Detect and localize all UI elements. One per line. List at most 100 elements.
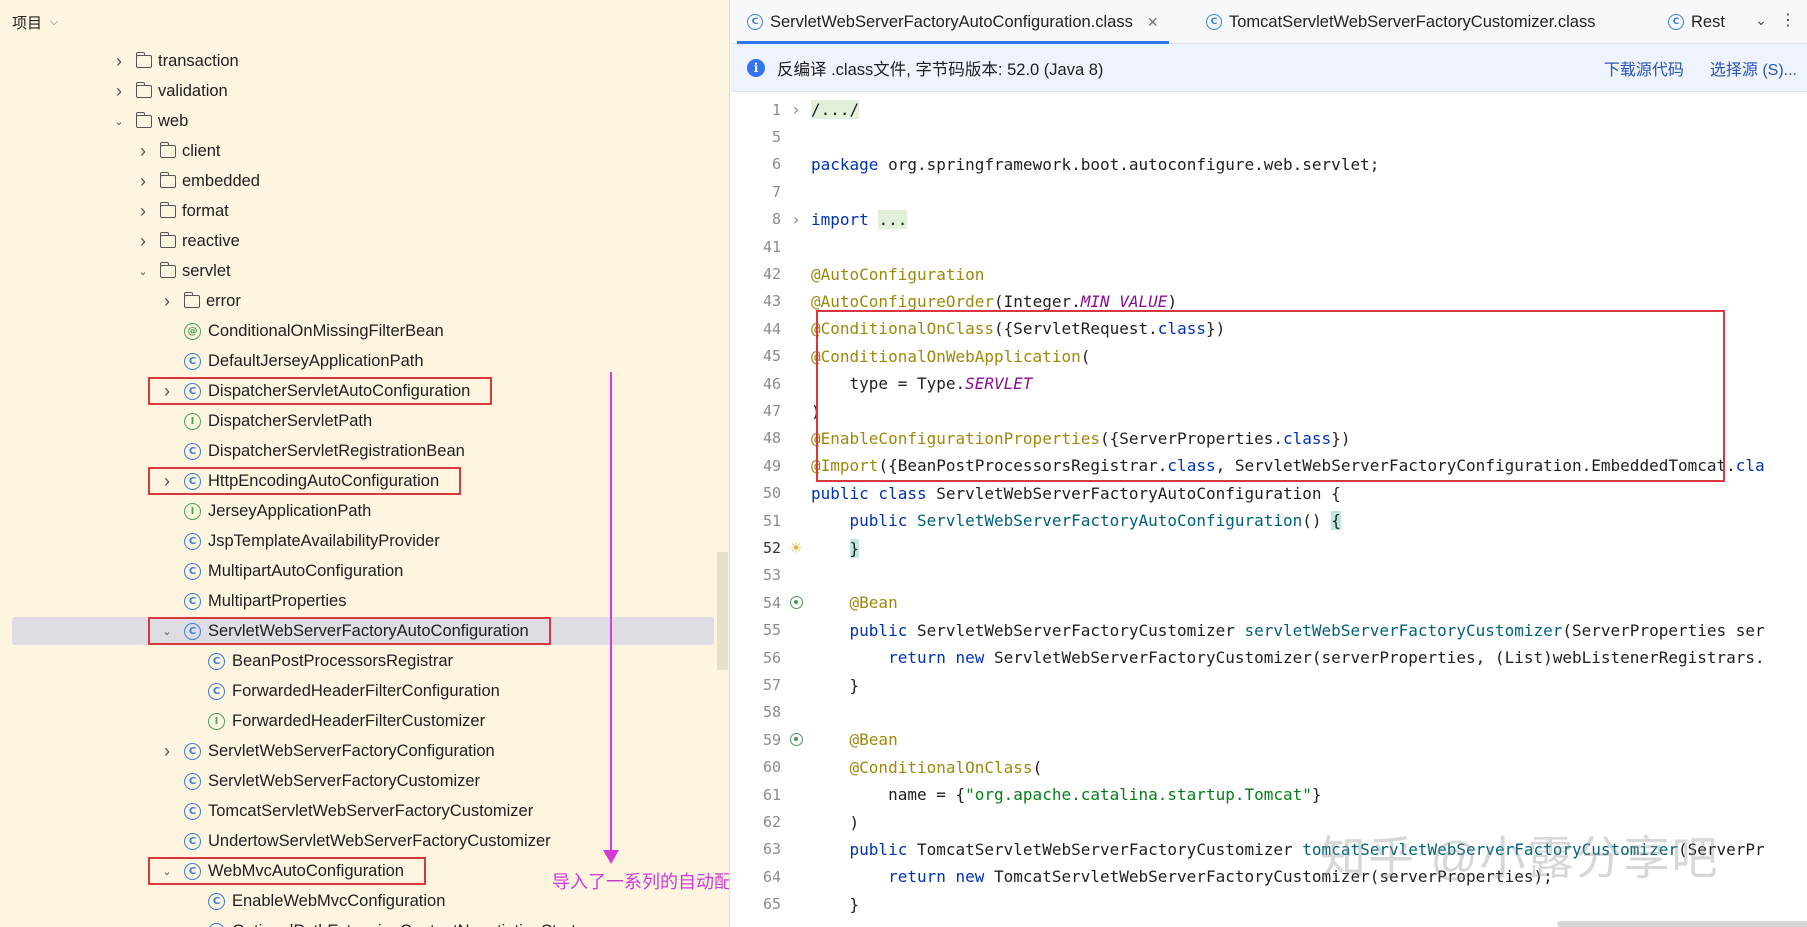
download-source-link[interactable]: 下载源代码 xyxy=(1603,62,1684,79)
tab-servlet-autoconfig[interactable]: C ServletWebServerFactoryAutoConfigurati… xyxy=(737,0,1169,44)
chevron-right-icon[interactable]: › xyxy=(164,290,170,311)
gutter xyxy=(781,343,811,370)
decompile-banner: i 反编译 .class文件, 字节码版本: 52.0 (Java 8) 下载源… xyxy=(731,44,1807,92)
tree-item[interactable]: ›embedded xyxy=(0,166,729,196)
chevron-right-icon[interactable]: › xyxy=(116,50,122,71)
tab-rest[interactable]: C Rest xyxy=(1668,0,1725,44)
code-line[interactable]: 57 } xyxy=(731,671,1807,698)
project-panel-header[interactable]: 项目 ⌵ xyxy=(0,0,729,44)
chevron-right-icon[interactable]: › xyxy=(116,80,122,101)
tree-item[interactable]: ›CTomcatServletWebServerFactoryCustomize… xyxy=(0,796,729,826)
chevron-right-icon[interactable]: › xyxy=(140,200,146,221)
tree-item[interactable]: ›@ConditionalOnMissingFilterBean xyxy=(0,316,729,346)
code-line[interactable]: 45@ConditionalOnWebApplication( xyxy=(731,343,1807,370)
code-line[interactable]: 41 xyxy=(731,233,1807,260)
tree-item[interactable]: ⌄servlet xyxy=(0,256,729,286)
tree-item[interactable]: › error xyxy=(0,286,729,316)
chevron-right-icon[interactable]: › xyxy=(164,380,170,401)
code-line[interactable]: 60 @ConditionalOnClass( xyxy=(731,754,1807,781)
code-line[interactable]: 53 xyxy=(731,562,1807,589)
code-line[interactable]: 56 return new ServletWebServerFactoryCus… xyxy=(731,644,1807,671)
tree-item[interactable]: ›client xyxy=(0,136,729,166)
bean-icon[interactable] xyxy=(789,733,803,747)
tree-scrollbar[interactable] xyxy=(717,552,728,670)
bean-icon[interactable] xyxy=(789,596,803,610)
code-line[interactable]: 48@EnableConfigurationProperties({Server… xyxy=(731,425,1807,452)
choose-source-link[interactable]: 选择源 (S)... xyxy=(1709,62,1797,79)
tree-item[interactable]: ⌄web xyxy=(0,106,729,136)
code-line[interactable]: 47) xyxy=(731,397,1807,424)
tree-item[interactable]: ›validation xyxy=(0,76,729,106)
chevron-down-icon[interactable]: ⌄ xyxy=(162,625,172,638)
tab-tomcat-customizer[interactable]: C TomcatServletWebServerFactoryCustomize… xyxy=(1206,0,1595,44)
code-line[interactable]: 43@AutoConfigureOrder(Integer.MIN_VALUE) xyxy=(731,288,1807,315)
code-line[interactable]: 5 xyxy=(731,123,1807,150)
chevron-right-icon[interactable]: › xyxy=(140,140,146,161)
code-line[interactable]: 63 public TomcatServletWebServerFactoryC… xyxy=(731,836,1807,863)
code-line[interactable]: 42@AutoConfiguration xyxy=(731,260,1807,287)
chevron-right-icon[interactable]: › xyxy=(164,470,170,491)
line-number: 43 xyxy=(762,292,781,311)
tree-item[interactable]: ›format xyxy=(0,196,729,226)
code-line[interactable]: 54 @Bean xyxy=(731,589,1807,616)
line-number: 56 xyxy=(762,648,781,667)
code-line[interactable]: 58 xyxy=(731,699,1807,726)
tree-item[interactable]: ›reactive xyxy=(0,226,729,256)
code-line[interactable]: 59 @Bean xyxy=(731,726,1807,753)
chevron-down-icon[interactable]: ⌄ xyxy=(162,865,172,878)
code-line[interactable]: 44@ConditionalOnClass({ServletRequest.cl… xyxy=(731,315,1807,342)
tree-item-label: error xyxy=(206,291,241,310)
chevron-right-icon[interactable]: › xyxy=(140,170,146,191)
chevron-right-icon[interactable]: › xyxy=(140,230,146,251)
code-line[interactable]: 65 } xyxy=(731,891,1807,918)
chevron-right-icon[interactable]: › xyxy=(164,740,170,761)
line-number: 53 xyxy=(762,566,781,585)
close-icon[interactable]: ✕ xyxy=(1146,13,1159,30)
tree-item[interactable]: ›CUndertowServletWebServerFactoryCustomi… xyxy=(0,826,729,856)
code-line[interactable]: 55 public ServletWebServerFactoryCustomi… xyxy=(731,617,1807,644)
more-menu-icon[interactable]: ⋮ xyxy=(1780,12,1797,29)
code-line[interactable]: 46 type = Type.SERVLET xyxy=(731,370,1807,397)
code-line[interactable]: 61 name = {"org.apache.catalina.startup.… xyxy=(731,781,1807,808)
fold-icon[interactable]: › xyxy=(791,209,801,229)
tree-item-label: ForwardedHeaderFilterCustomizer xyxy=(232,711,486,730)
code-line[interactable]: 1›/.../ xyxy=(731,96,1807,123)
code-line[interactable]: 51 public ServletWebServerFactoryAutoCon… xyxy=(731,507,1807,534)
chevron-down-icon[interactable]: ⌵ xyxy=(50,15,59,28)
lightbulb-icon[interactable]: ☀ xyxy=(789,539,803,558)
code-line[interactable]: 52☀ } xyxy=(731,534,1807,561)
code-line[interactable]: 8›import ... xyxy=(731,206,1807,233)
tree-item[interactable]: ›COptionalPathExtensionContentNegotiatio… xyxy=(0,916,729,927)
chevron-down-icon[interactable]: ⌄ xyxy=(114,115,124,128)
code-line[interactable]: 64 return new TomcatServletWebServerFact… xyxy=(731,863,1807,890)
chevron-down-icon[interactable]: ⌄ xyxy=(138,265,148,278)
code-text: } xyxy=(811,675,860,695)
fold-icon[interactable]: › xyxy=(791,100,801,120)
code-line[interactable]: 7 xyxy=(731,178,1807,205)
tree-item[interactable]: ›transaction xyxy=(0,46,729,76)
code-line[interactable]: 62 ) xyxy=(731,808,1807,835)
horizontal-scrollbar[interactable] xyxy=(1557,921,1807,927)
chevron-down-icon[interactable]: ⌄ xyxy=(1755,12,1767,28)
code-line[interactable]: 49@Import({BeanPostProcessorsRegistrar.c… xyxy=(731,452,1807,479)
